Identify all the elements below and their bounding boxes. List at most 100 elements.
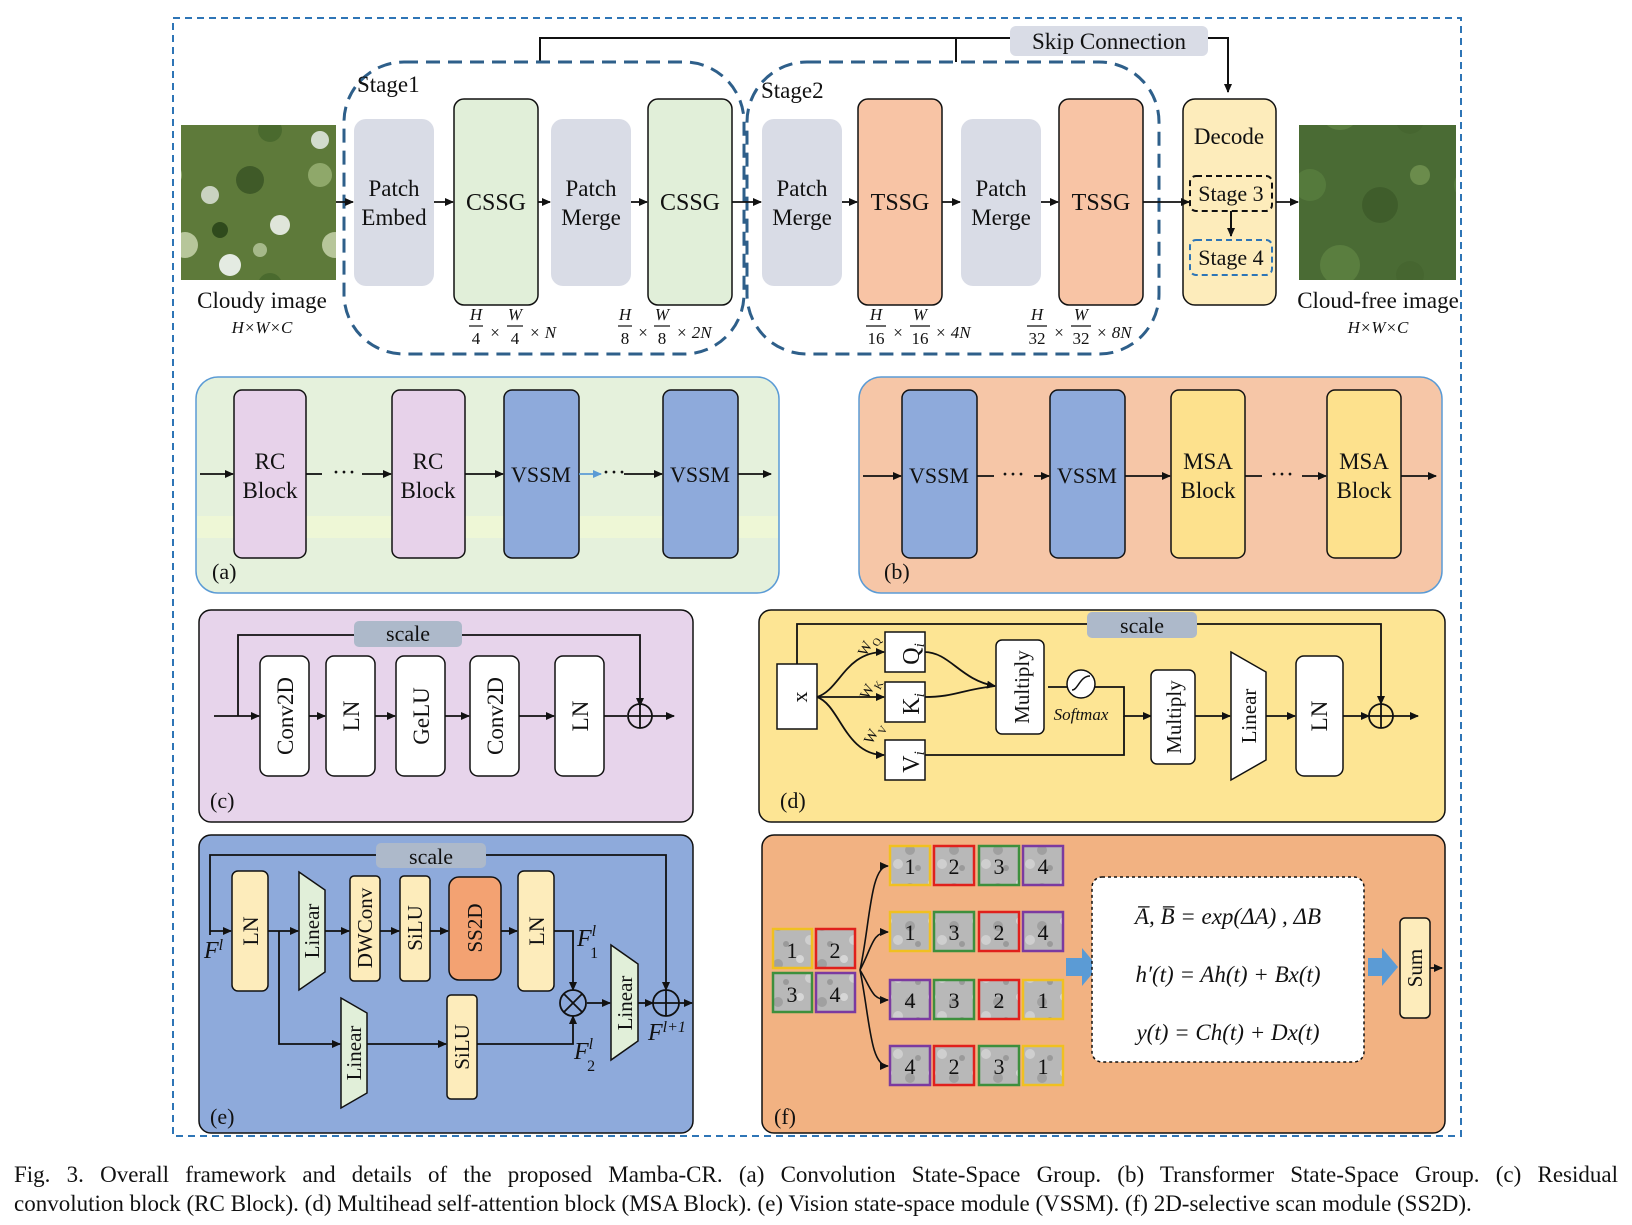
svg-text:H: H [1030, 305, 1045, 324]
seq-row3-cell2 [932, 978, 976, 1021]
svg-text:H: H [869, 305, 884, 324]
svg-text:2: 2 [994, 988, 1005, 1013]
svg-text:Softmax: Softmax [1054, 705, 1109, 724]
svg-text:···: ··· [1270, 462, 1294, 488]
seq-row4-cell4 [1021, 1044, 1065, 1087]
dims-4: H 32 × W 32 × 8N [1027, 305, 1133, 348]
multiply-block-1 [995, 639, 1045, 735]
svg-text:MSA: MSA [1339, 449, 1389, 474]
svg-text:Multiply: Multiply [1162, 680, 1186, 754]
svg-text:Conv2D: Conv2D [483, 677, 508, 755]
grid-cell-2 [814, 927, 857, 970]
svg-text:3: 3 [994, 1054, 1005, 1079]
panel-d-tag: (d) [780, 788, 806, 813]
multiply-block-2 [1150, 669, 1196, 765]
svg-text:8: 8 [658, 329, 667, 348]
seq-row2-cell4 [1021, 910, 1065, 953]
linear-block-e3 [610, 943, 639, 1062]
svg-text:W: W [913, 305, 929, 324]
svg-text:Fl2: Fl2 [573, 1036, 595, 1075]
patch-merge-label-1b: Merge [561, 205, 621, 230]
svg-text:4: 4 [905, 1054, 916, 1079]
tssg-label-1: TSSG [871, 190, 930, 216]
svg-text:DWConv: DWConv [353, 887, 377, 968]
seq-row3-cell3 [977, 978, 1021, 1021]
svg-text:Sum: Sum [1403, 949, 1427, 988]
seq-row2-cell3 [977, 910, 1021, 953]
dims-1: H 4 × W 4 × N [469, 305, 558, 348]
svg-text:2: 2 [949, 854, 960, 879]
equation-box [1091, 876, 1365, 1063]
patch-merge-label-2b: Merge [772, 205, 832, 230]
svg-text:2: 2 [994, 920, 1005, 945]
svg-text:Block: Block [401, 478, 456, 503]
stage2-label: Stage2 [761, 78, 824, 103]
svg-text:×: × [490, 323, 500, 342]
input-dims: H×W×C [231, 318, 293, 337]
svg-text:4: 4 [1038, 854, 1049, 879]
skip-connection-label: Skip Connection [1032, 29, 1186, 54]
svg-text:1: 1 [905, 854, 916, 879]
svg-text:×: × [1054, 323, 1064, 342]
seq-row4-cell3 [977, 1044, 1021, 1087]
caption-line-1: Fig. 3. Overall framework and details of… [14, 1162, 1618, 1187]
svg-text:2: 2 [949, 1054, 960, 1079]
svg-text:H: H [469, 305, 484, 324]
panel-f-ss2d: 1 2 3 4 1 [761, 834, 1446, 1134]
svg-text:4: 4 [472, 329, 481, 348]
svg-text:4: 4 [1038, 920, 1049, 945]
multiply-icon-e [559, 989, 587, 1017]
panel-e-tag: (e) [210, 1104, 234, 1129]
svg-text:× N: × N [529, 323, 558, 342]
svg-text:MSA: MSA [1183, 449, 1233, 474]
panel-c-rc-block: scale Conv2D LN GeLU Conv2D LN (c) [198, 609, 694, 823]
panel-d-msa-block: scale x Qi Ki Vi WQ WK WV Multiply [758, 609, 1446, 823]
svg-text:× 4N: × 4N [935, 323, 972, 342]
svg-text:3: 3 [787, 982, 798, 1007]
svg-text:Fl1: Fl1 [576, 923, 598, 962]
cssg-label-2: CSSG [660, 190, 720, 216]
q-box [884, 631, 926, 673]
figure-caption: Fig. 3. Overall framework and details of… [14, 1160, 1618, 1218]
svg-text:Multiply: Multiply [1010, 650, 1034, 724]
panel-b-tssg: VSSM VSSM MSA Block MSA Block ··· ··· (b… [858, 376, 1443, 594]
svg-text:scale: scale [1120, 613, 1164, 638]
svg-text:Linear: Linear [300, 904, 324, 959]
top-pipeline: Skip Connection Stage1 Stage2 Cloudy ima… [181, 26, 1459, 356]
patch-embed-block [354, 119, 434, 286]
msa-block-2 [1326, 389, 1402, 559]
svg-text:×: × [893, 323, 903, 342]
svg-text:16: 16 [868, 329, 885, 348]
stage1-box [342, 60, 746, 356]
svg-text:GeLU: GeLU [409, 687, 434, 745]
dims-2: H 8 × W 8 × 2N [618, 305, 713, 348]
svg-text:Linear: Linear [613, 976, 637, 1031]
softmax-icon [1066, 669, 1096, 699]
panel-a-cssg: RC Block RC Block VSSM VSSM ··· ··· (a) [195, 376, 780, 594]
stage3-label: Stage 3 [1198, 181, 1263, 206]
svg-text:×: × [638, 323, 648, 342]
grid-cell-1 [771, 927, 814, 970]
decode-label: Decode [1194, 124, 1264, 149]
svg-text:VSSM: VSSM [670, 462, 730, 487]
panel-e-vssm: scale LN Linear DWConv SiLU SS2D LN Line… [198, 834, 694, 1134]
svg-text:Fl: Fl [203, 937, 224, 965]
svg-text:x: x [787, 692, 812, 703]
svg-text:WK: WK [857, 675, 886, 704]
svg-text:1: 1 [905, 920, 916, 945]
seq-row3-cell4 [1021, 978, 1065, 1021]
linear-block-e2 [340, 996, 368, 1110]
patch-merge-label-2a: Patch [776, 176, 828, 201]
svg-text:8: 8 [621, 329, 630, 348]
svg-text:Linear: Linear [342, 1026, 366, 1081]
cloudy-image-label: Cloudy image [197, 288, 327, 313]
skip-connection-label-box [1010, 26, 1208, 56]
blue-arrow-1 [1066, 948, 1098, 986]
svg-text:Block: Block [243, 478, 298, 503]
svg-text:SiLU: SiLU [403, 905, 427, 951]
svg-text:× 8N: × 8N [1096, 323, 1133, 342]
svg-text:LN: LN [1307, 700, 1332, 731]
outer-frame [172, 17, 1462, 1137]
seq-row1-cell3 [977, 844, 1021, 887]
svg-text:VSSM: VSSM [1057, 463, 1117, 488]
